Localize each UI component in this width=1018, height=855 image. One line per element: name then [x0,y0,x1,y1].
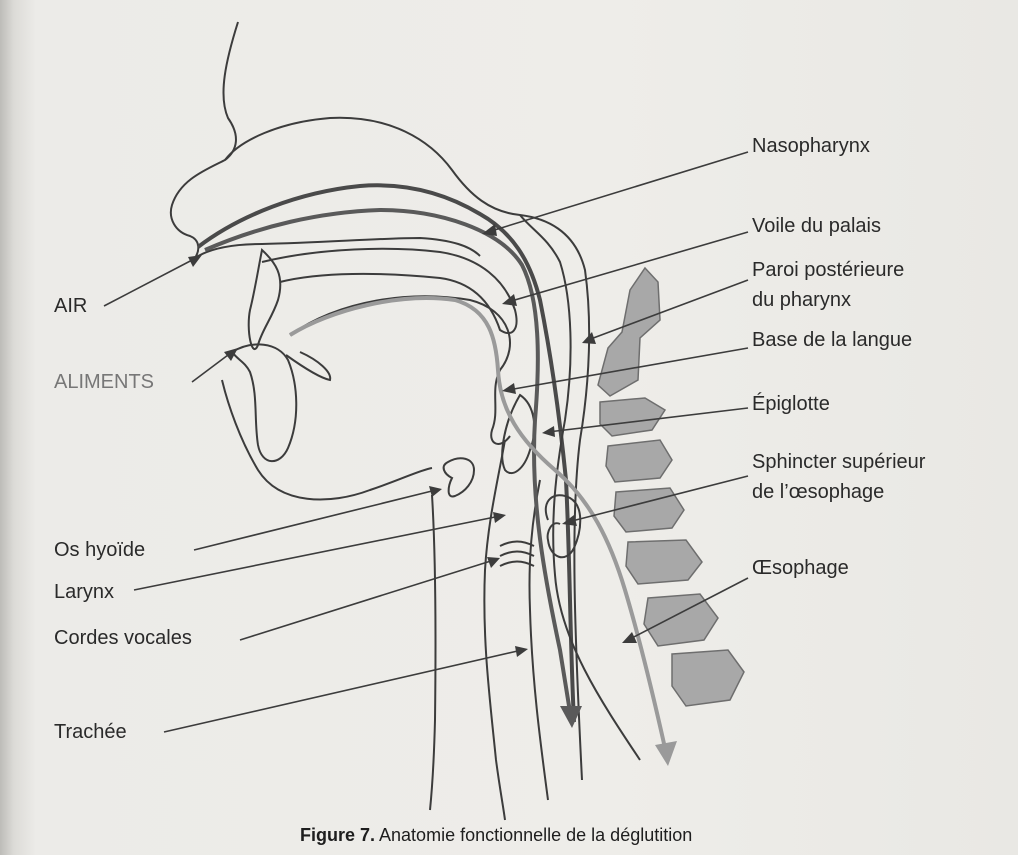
larynx-inner-wall [484,440,505,820]
lower-jaw-outline [232,344,296,461]
label-aliments: ALIMENTS [54,370,154,394]
nasal-floor-outline [195,238,480,258]
label-epiglotte: Épiglotte [752,392,830,416]
figure-title: Anatomie fonctionnelle de la déglutition [379,825,692,845]
label-trachee: Trachée [54,720,127,744]
leader-voile [508,232,748,302]
leader-larynx [134,516,500,590]
label-oesophage: Œsophage [752,556,849,580]
soft-palate [262,249,517,333]
label-sphincter-line2: de l’œsophage [752,480,884,504]
arrowhead-aliments [224,348,238,361]
label-nasopharynx: Nasopharynx [752,134,870,158]
lower-lip-outline [222,380,432,500]
arrowhead-nasopharynx [482,224,497,236]
leader-nasopharynx [488,152,748,232]
arrowhead-air [188,255,202,267]
leader-cordes [240,560,494,640]
vertebra-c3 [606,440,672,482]
figure-number: Figure 7. [300,825,375,845]
vertebra-c6 [644,594,718,646]
leader-paroi [588,280,748,340]
label-voile-du-palais: Voile du palais [752,214,881,238]
label-paroi-line2: du pharynx [752,288,851,312]
upper-teeth-outline [249,250,281,349]
hyoid-bone [444,458,474,496]
leader-aliments [192,352,232,382]
arrowhead-trachee [515,646,528,657]
arrowhead-cordes [487,557,500,568]
nasal-cavity-roof [198,185,574,722]
label-air: AIR [54,294,87,318]
arrowhead-os-hyoide [429,486,442,497]
vertebra-c2 [600,398,665,436]
face-profile-outline [171,22,238,258]
label-larynx: Larynx [54,580,114,604]
arrowhead-oesophage [622,632,637,643]
vocal-cords [500,542,534,567]
label-os-hyoide: Os hyoïde [54,538,145,562]
cervical-vertebrae [598,268,744,706]
arrowhead-larynx [493,512,506,523]
food-flow-arrowhead [655,741,677,766]
label-paroi-line1: Paroi postérieure [752,258,904,282]
arrowhead-base-langue [502,383,516,394]
leader-air [104,258,196,306]
figure-caption: Figure 7. Anatomie fonctionnelle de la d… [300,825,692,846]
label-base-de-la-langue: Base de la langue [752,328,912,352]
vertebra-c5 [626,540,702,584]
larynx-front-wall [430,495,436,810]
arrowhead-epiglotte [542,426,555,437]
leader-trachee [164,650,522,732]
label-cordes-vocales: Cordes vocales [54,626,192,650]
label-sphincter-line1: Sphincter supérieur [752,450,925,474]
vertebra-c7 [672,650,744,706]
air-flow-path [205,210,570,712]
